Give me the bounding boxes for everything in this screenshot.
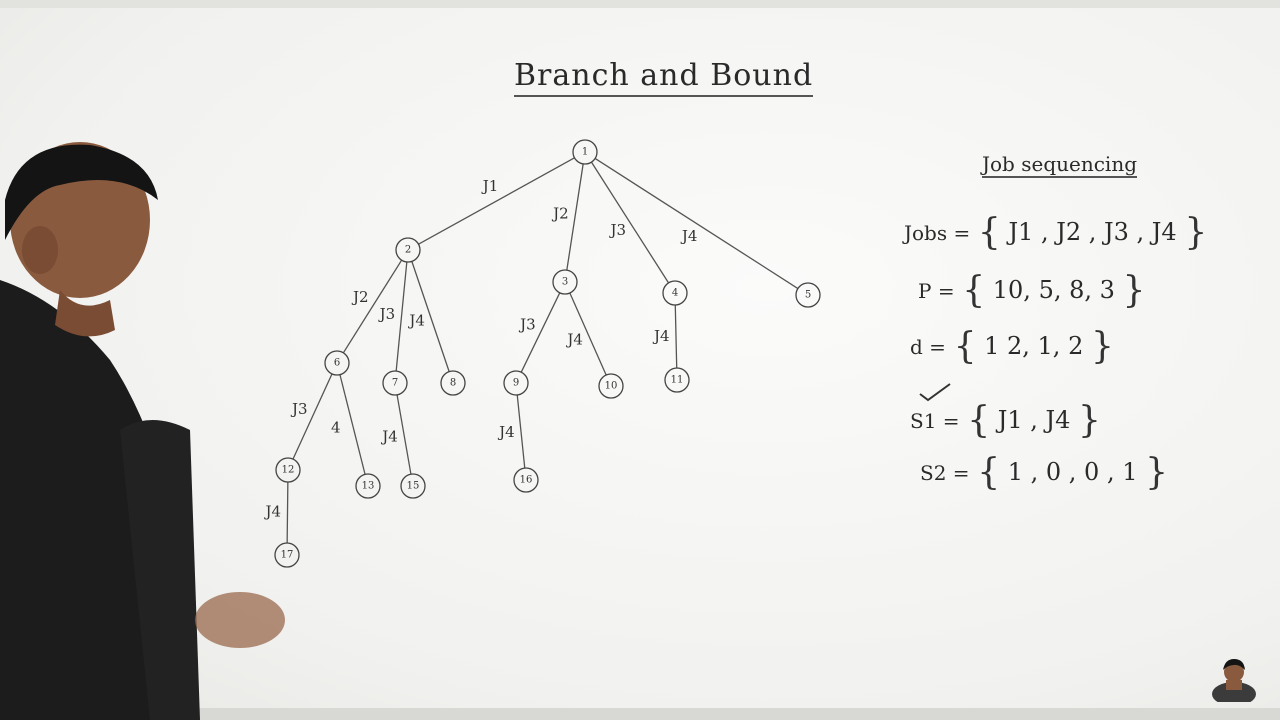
edge-label: J3 xyxy=(518,316,536,334)
edge-label: J4 xyxy=(380,427,398,445)
tree-node-label: 1 xyxy=(582,147,588,158)
tree-node-n10 xyxy=(598,373,624,399)
profits-items: 10, 5, 8, 3 xyxy=(992,276,1115,304)
edge-label: J2 xyxy=(551,205,569,223)
tree-node-label: 5 xyxy=(805,290,811,301)
tree-node-n4 xyxy=(662,280,688,306)
edge-label: J3 xyxy=(378,305,396,323)
edge-label: J1 xyxy=(481,177,499,195)
s2-name: S2 = xyxy=(920,461,970,485)
jobs-items: J1 , J2 , J3 , J4 xyxy=(1008,218,1177,246)
deadlines-items: 1 2, 1, 2 xyxy=(984,332,1084,360)
tree-node-n12 xyxy=(275,457,301,483)
jobs-definition: Jobs = { J1 , J2 , J3 , J4 } xyxy=(904,212,1208,253)
tree-node-n13 xyxy=(355,473,381,499)
board-bottom-edge xyxy=(0,708,1280,720)
tree-edge xyxy=(342,259,403,354)
tree-node-n6 xyxy=(324,350,350,376)
tree-edge xyxy=(339,374,366,475)
edge-label: J4 xyxy=(497,423,515,441)
check-mark-icon xyxy=(919,383,951,402)
tree-node-label: 12 xyxy=(282,465,295,476)
tree-edge xyxy=(520,292,561,373)
tree-edge xyxy=(674,304,678,369)
tree-node-n7 xyxy=(382,370,408,396)
tree-node-n3 xyxy=(552,269,578,295)
tree-edge xyxy=(516,394,526,469)
tree-node-label: 10 xyxy=(605,381,618,392)
edge-label: J4 xyxy=(680,227,698,245)
tree-node-label: 7 xyxy=(392,378,398,389)
tree-node-label: 4 xyxy=(672,288,678,299)
tree-edge xyxy=(569,292,607,376)
tree-node-n16 xyxy=(513,467,539,493)
profits-name: P = xyxy=(918,279,955,303)
presenter-figure xyxy=(0,142,285,720)
edge-label: J4 xyxy=(565,330,583,348)
tree-node-label: 15 xyxy=(407,481,420,492)
tree-node-label: 11 xyxy=(671,375,684,386)
tree-node-label: 9 xyxy=(513,378,519,389)
tree-node-n11 xyxy=(664,367,690,393)
tree-node-n2 xyxy=(395,237,421,263)
tree-node-label: 13 xyxy=(362,481,375,492)
tree-node-n5 xyxy=(795,282,821,308)
tree-node-n8 xyxy=(440,370,466,396)
tree-edge xyxy=(395,261,408,372)
edge-label: J2 xyxy=(351,288,369,306)
presenter-logo xyxy=(1212,659,1256,702)
edge-label: J4 xyxy=(652,327,670,345)
s2-items: 1 , 0 , 0 , 1 xyxy=(1007,458,1138,486)
board-title: Branch and Bound xyxy=(514,58,814,97)
tree-node-n15 xyxy=(400,473,426,499)
tree-edge xyxy=(286,481,289,544)
deadlines-definition: d = { 1 2, 1, 2 } xyxy=(910,326,1114,367)
tree-node-n17 xyxy=(274,542,300,568)
s1-items: J1 , J4 xyxy=(997,406,1071,434)
tree-edge xyxy=(418,157,575,245)
s1-name: S1 = xyxy=(910,409,960,433)
tree-edge xyxy=(566,163,584,271)
jobs-name: Jobs = xyxy=(904,221,971,245)
s1-definition: S1 = { J1 , J4 } xyxy=(910,400,1101,441)
board-subtitle: Job sequencing xyxy=(982,152,1137,178)
edge-label: J3 xyxy=(609,221,627,239)
tree-node-label: 3 xyxy=(562,277,568,288)
edge-label: J4 xyxy=(264,502,282,520)
s2-definition: S2 = { 1 , 0 , 0 , 1 } xyxy=(920,452,1169,493)
deadlines-name: d = xyxy=(910,335,946,359)
board-top-edge xyxy=(0,0,1280,8)
tree-node-label: 6 xyxy=(334,358,340,369)
tree-node-n1 xyxy=(572,139,598,165)
edge-label: 4 xyxy=(331,418,341,436)
tree-edge xyxy=(396,394,412,475)
profits-definition: P = { 10, 5, 8, 3 } xyxy=(918,270,1146,311)
tree-node-label: 16 xyxy=(520,475,533,486)
tree-edge xyxy=(292,373,333,460)
tree-node-label: 17 xyxy=(281,550,294,561)
tree-edge xyxy=(594,157,799,290)
tree-node-n9 xyxy=(503,370,529,396)
tree-edge xyxy=(411,261,450,372)
tree-node-label: 2 xyxy=(405,245,411,256)
edge-label: J3 xyxy=(290,400,308,418)
edge-label: J4 xyxy=(407,312,425,330)
tree-edge xyxy=(590,161,670,284)
tree-node-label: 8 xyxy=(450,378,456,389)
